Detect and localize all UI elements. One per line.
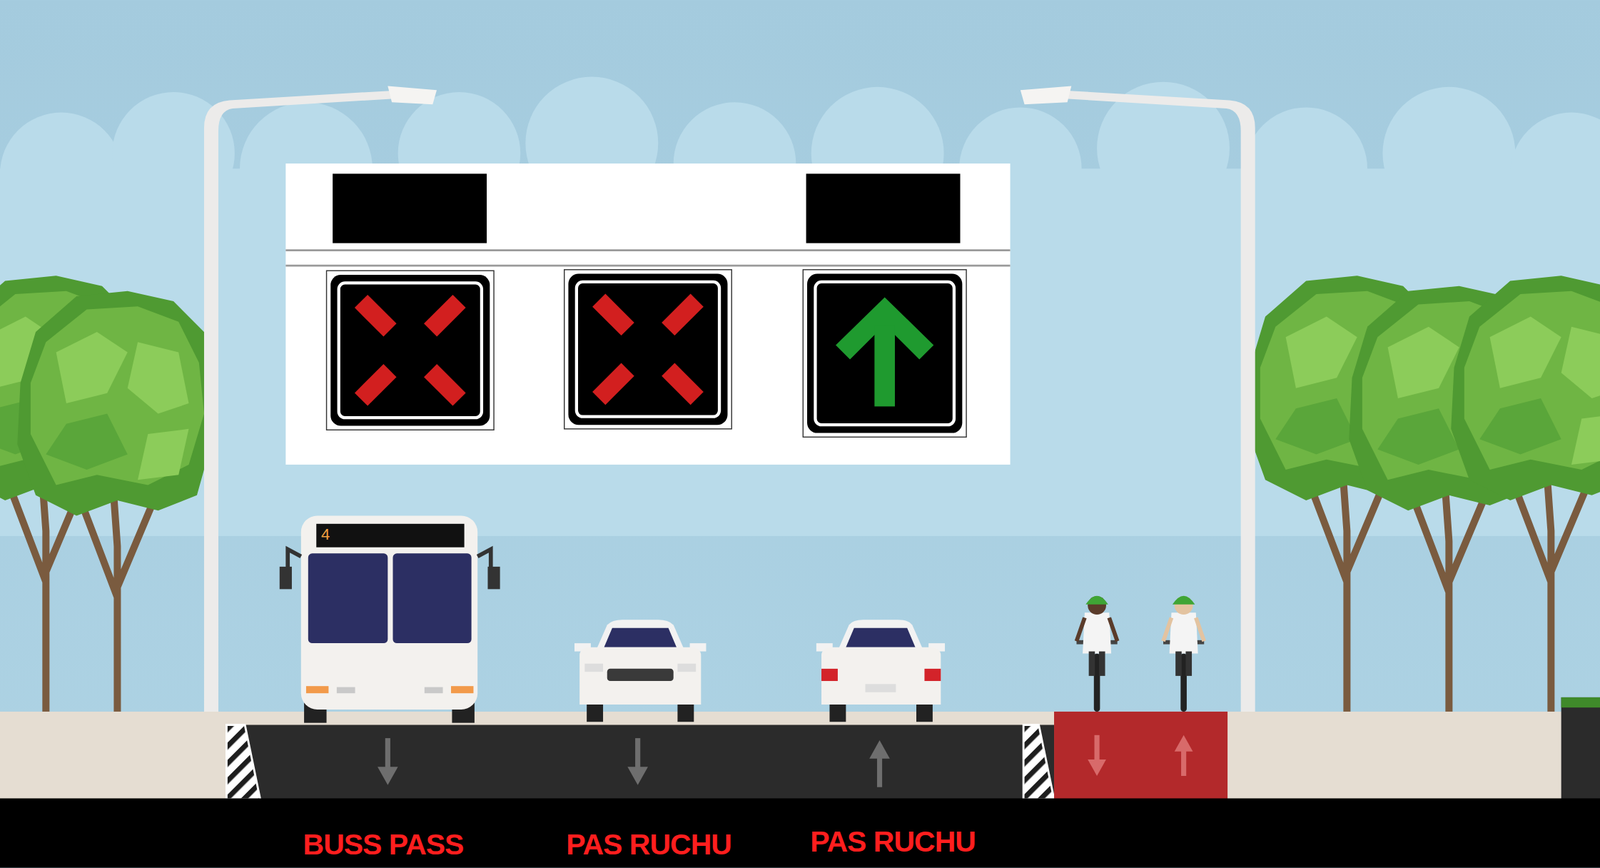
hedge-base — [1561, 697, 1600, 800]
lane-label: BUSS PASS — [303, 827, 464, 862]
cyclists — [1076, 595, 1204, 712]
bike-lane — [1054, 711, 1228, 800]
sidewalk — [0, 711, 1600, 800]
road — [226, 725, 1055, 800]
lane-signal-gantry — [285, 163, 1010, 465]
lane-arrows — [377, 735, 1193, 788]
car-front — [574, 619, 706, 722]
car-rear — [816, 619, 945, 722]
bus — [279, 515, 501, 723]
hedge — [1561, 697, 1600, 708]
curb-hatch — [226, 725, 260, 800]
lane-label: PAS RUCHU — [565, 827, 732, 862]
label-strip — [0, 797, 1600, 868]
bus-route-number: 4 — [321, 525, 330, 544]
lane-label: PAS RUCHU — [809, 824, 976, 859]
curb-hatch — [1023, 725, 1055, 800]
lamp-posts — [204, 85, 1256, 711]
